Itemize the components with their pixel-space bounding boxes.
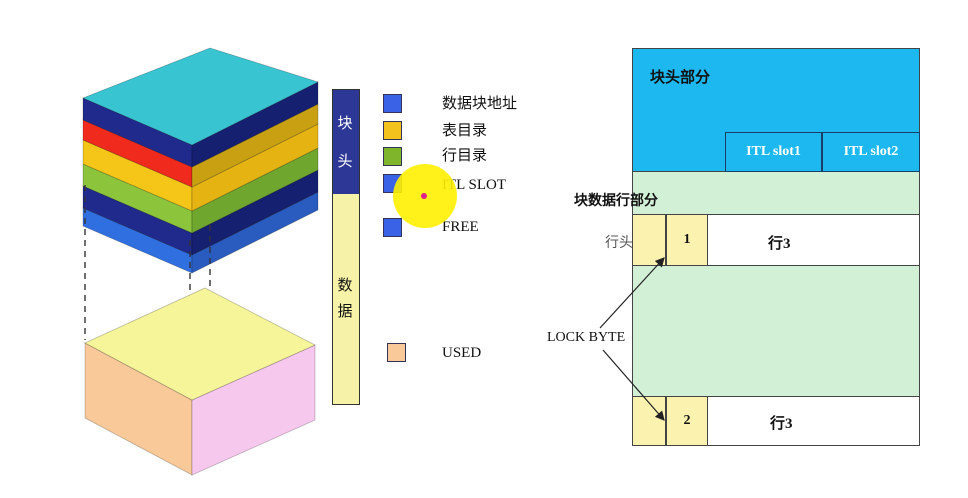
legend-swatch-block-address [383,94,402,113]
vertical-bar-data-char-1: 数 [337,278,353,294]
layer-top-face [81,47,320,146]
row-header-label: 行头 [605,236,633,251]
block-row-section [632,172,920,396]
legend-swatch-row-directory [383,147,402,166]
data-cube-top [84,287,316,401]
vertical-bar-header-char-2: 头 [337,154,353,170]
cursor-pointer-dot [421,193,427,199]
row-1-header-cell [632,214,666,266]
row-2-lock-cell: 2 [666,396,708,446]
legend-swatch-table-directory [383,121,402,140]
legend-label-used: USED [442,345,482,361]
legend-label-free: FREE [442,219,479,235]
row-2-lock-number: 2 [683,413,691,428]
row-2-header-cell [632,396,666,446]
row-1-lock-cell: 1 [666,214,708,266]
vertical-bar-data [333,194,359,404]
itl-slot-1: ITL slot1 [725,132,822,172]
itl-slot-2: ITL slot2 [822,132,920,172]
legend-label-block-address: 数据块地址 [442,96,518,112]
legend-label-itl-slot: ITL SLOT [442,177,507,193]
vertical-bar-header-char-1: 块 [337,116,353,132]
itl-slot-1-label: ITL slot1 [746,144,801,159]
stack-layers [81,47,320,274]
legend-label-row-directory: 行目录 [442,148,488,164]
legend-swatch-used [387,343,406,362]
row-1-label: 行3 [768,236,791,252]
row-1-lock-number: 1 [683,232,691,247]
row-2-label: 行3 [770,416,793,432]
legend-label-table-directory: 表目录 [442,123,488,139]
vertical-bar-header [333,90,359,194]
vertical-bar [332,89,360,405]
data-cube [84,287,316,476]
lock-byte-label: LOCK BYTE [547,330,626,345]
vertical-bar-data-char-2: 据 [337,304,353,320]
data-cube-side [191,344,316,476]
legend-swatch-free [383,218,402,237]
itl-slot-2-label: ITL slot2 [843,144,899,159]
block-row-section-label: 块数据行部分 [574,194,658,209]
block-header-label: 块头部分 [650,70,711,86]
